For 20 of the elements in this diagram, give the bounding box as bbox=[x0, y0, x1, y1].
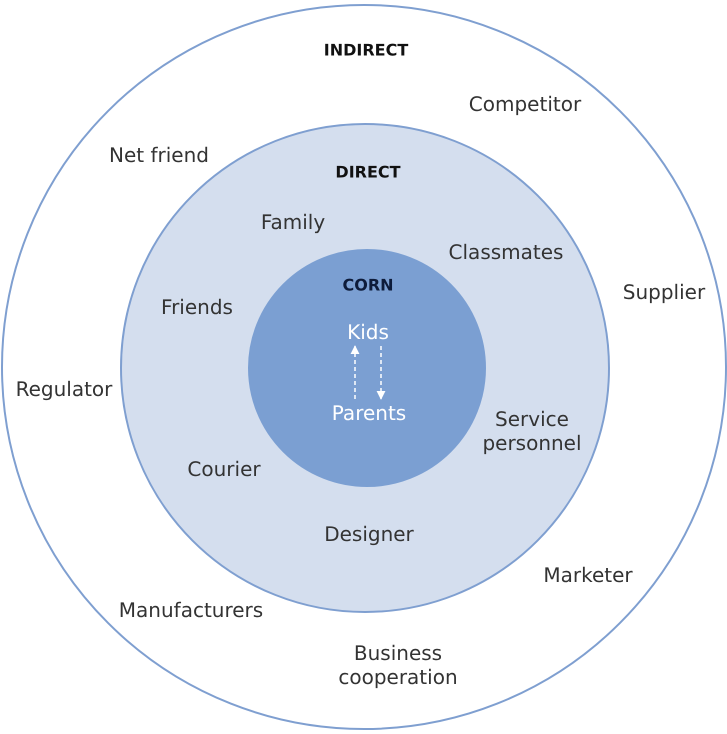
stakeholder-label: Designer bbox=[324, 522, 414, 546]
arrow bbox=[376, 346, 386, 400]
stakeholder-label: Service personnel bbox=[481, 407, 583, 455]
text-label: Parents bbox=[332, 401, 406, 425]
text-label: Kids bbox=[347, 320, 389, 344]
stakeholder-label: Supplier bbox=[622, 280, 706, 304]
stakeholder-label: Business cooperation bbox=[337, 641, 459, 689]
stakeholder-label: Classmates bbox=[448, 240, 564, 264]
arrow bbox=[350, 345, 360, 399]
circle-heading: CORN bbox=[342, 276, 394, 294]
stakeholder-label: Competitor bbox=[468, 92, 582, 116]
stakeholder-label: Family bbox=[260, 210, 326, 234]
circle-heading: INDIRECT bbox=[324, 40, 408, 60]
stakeholder-label: Manufacturers bbox=[118, 598, 264, 622]
stakeholder-label: Regulator bbox=[16, 377, 112, 401]
stakeholder-label: Marketer bbox=[543, 563, 633, 587]
stakeholder-label: Courier bbox=[187, 457, 261, 481]
stakeholder-label: Net friend bbox=[109, 143, 209, 167]
stakeholder-label: Friends bbox=[161, 295, 233, 319]
circle-heading: DIRECT bbox=[335, 162, 401, 182]
